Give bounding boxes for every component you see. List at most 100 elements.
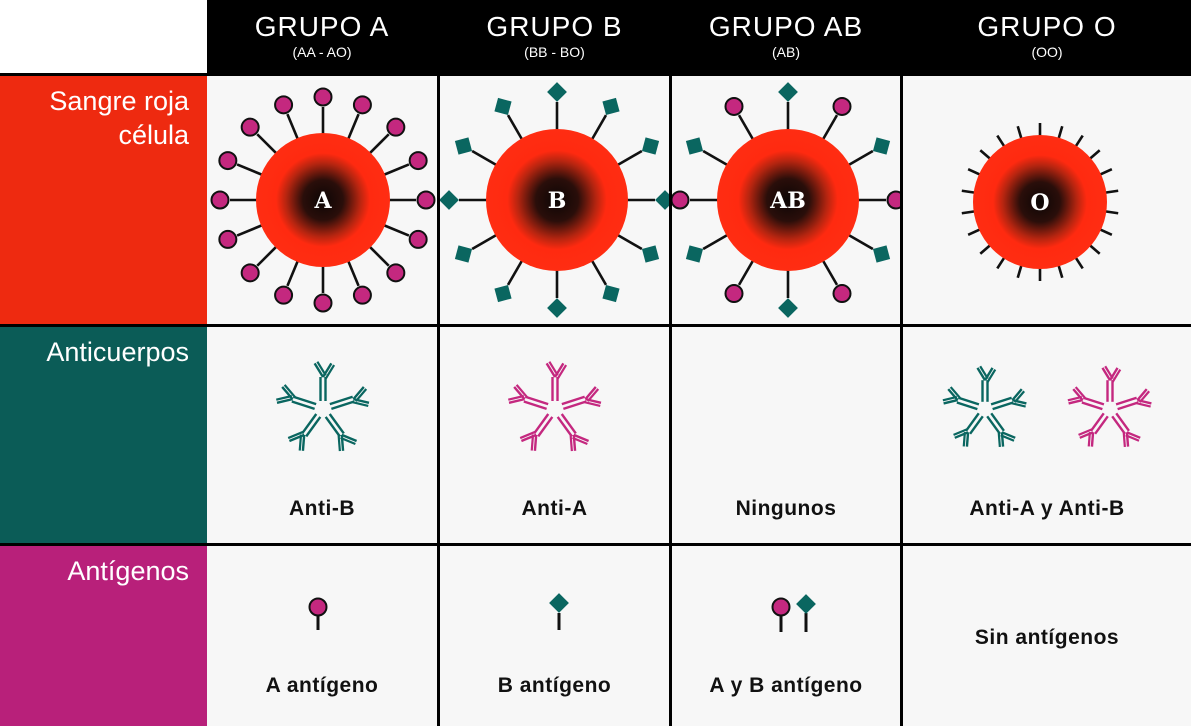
antigen-stalk [256,245,278,267]
header-group-o: GRUPO O (OO) [903,0,1191,73]
antigen-stalk [286,113,299,140]
antigen-stalk [236,224,263,237]
antibody-y-icon [276,384,317,411]
antigen-stalk [961,189,975,194]
antigen-stalk [1099,167,1113,176]
antigen-stalk [471,233,498,251]
cell-antibodies-o: Anti-A y Anti-B [903,327,1191,543]
antigen-stalk [996,256,1006,270]
antigen-b-head [641,137,660,155]
antigen-stalk [506,259,524,286]
antigen-stalk [1089,149,1101,160]
antigen-a-head [210,190,230,210]
antigen-a-head [274,285,294,305]
cell-letter: B [548,188,567,214]
antigen-a-icon [308,597,328,630]
antigen-a-head [240,263,260,283]
antigen-stalk [286,260,299,287]
antigen-b-head [685,137,704,155]
antibody-y-icon [942,386,980,411]
antigen-stalk [616,233,643,251]
antigen-caption: A y B antígeno [709,674,863,697]
cell-letter: A [313,188,332,214]
row-label-antigens: Antígenos [0,546,207,726]
antibody-y-icon [986,412,1016,447]
cell-antibodies-b: Anti-A [440,327,669,543]
header-title: GRUPO B [486,11,623,42]
header-group-a: GRUPO A (AA - AO) [207,0,437,73]
header-subtitle: (BB - BO) [524,44,585,60]
antibody-y-icon [1067,386,1105,411]
antigen-b-head [454,137,473,155]
antigen-a-head [218,229,238,249]
header-group-ab: GRUPO AB (AB) [672,0,900,73]
header-title: GRUPO O [977,11,1117,42]
row-label-line2: célula [118,120,189,150]
antigen-a-head [886,190,900,210]
antigen-b-head [494,284,512,303]
antigen-stalk [1089,244,1101,255]
antigen-stalk [821,259,839,286]
antigen-stalk [979,244,991,255]
antigen-stalk [996,134,1006,148]
row-label-line1: Sangre roja [49,86,189,116]
antigen-a-head [240,117,260,137]
antigen-b-head [641,245,660,263]
header-title: GRUPO AB [708,11,864,42]
antigen-stalk [347,260,360,287]
antigen-b-head [454,245,473,263]
cell-antibodies-ab: Ningunos [672,327,900,543]
antibody-y-icon [545,361,568,401]
antigen-a-head [274,95,294,115]
antibody-y-icon [519,413,554,451]
cell-antigen-ab: A y B antígeno [672,546,900,726]
antigen-stalk [590,259,608,286]
antibody-caption: Ningunos [735,497,837,520]
antigen-b-head [602,284,620,303]
header-subtitle: (OO) [1031,44,1063,60]
antigen-ab-icon [771,594,816,632]
antibody-caption: Anti-A [521,497,588,520]
antigen-stalk [1105,210,1119,215]
antigen-caption: A antígeno [265,674,379,697]
antigen-a-head [313,293,333,313]
antigen-stalk [368,245,390,267]
header-subtitle: (AA - AO) [292,44,352,60]
antigen-stalk [967,228,981,237]
antigen-b-head [547,298,567,318]
antigen-b-head [872,137,891,155]
row-label-red-cell: Sangre roja célula [0,76,207,324]
antibody-y-icon [556,413,590,452]
red-cell-ab-graphic: AB [672,82,900,318]
antigen-stalk [256,133,278,155]
antigen-stalk [961,210,975,215]
cell-antigen-o: Sin antígenos [903,546,1191,726]
antigen-stalk [1105,189,1119,194]
antigen-stalk [702,233,729,251]
row-label-text: Antígenos [67,556,189,586]
red-cell-b-graphic: B [440,82,669,318]
antigen-stalk [737,114,755,141]
header-subtitle: (AB) [772,44,800,60]
cell-red-cell-b: B [440,76,669,324]
antigen-stalk [590,114,608,141]
antigen-b-head [494,97,512,116]
antigen-stalk [979,149,991,160]
antigen-stalk [702,149,729,167]
corner-blank [0,0,207,73]
antigen-stalk [368,133,390,155]
antibody-y-icon [287,413,322,451]
cell-letter: AB [769,188,806,214]
antigen-a-head [218,151,238,171]
header-title: GRUPO A [254,11,390,42]
header-group-b: GRUPO B (BB - BO) [440,0,669,73]
antigen-b-head [778,298,798,318]
row-label-antibodies: Anticuerpos [0,327,207,543]
antigen-a-head [832,284,852,304]
antigen-b-head [872,245,891,263]
antibody-caption: Anti-B [289,497,355,520]
antigen-b-head [685,245,704,263]
antibody-y-icon [990,388,1027,411]
antigen-a-head [408,229,428,249]
